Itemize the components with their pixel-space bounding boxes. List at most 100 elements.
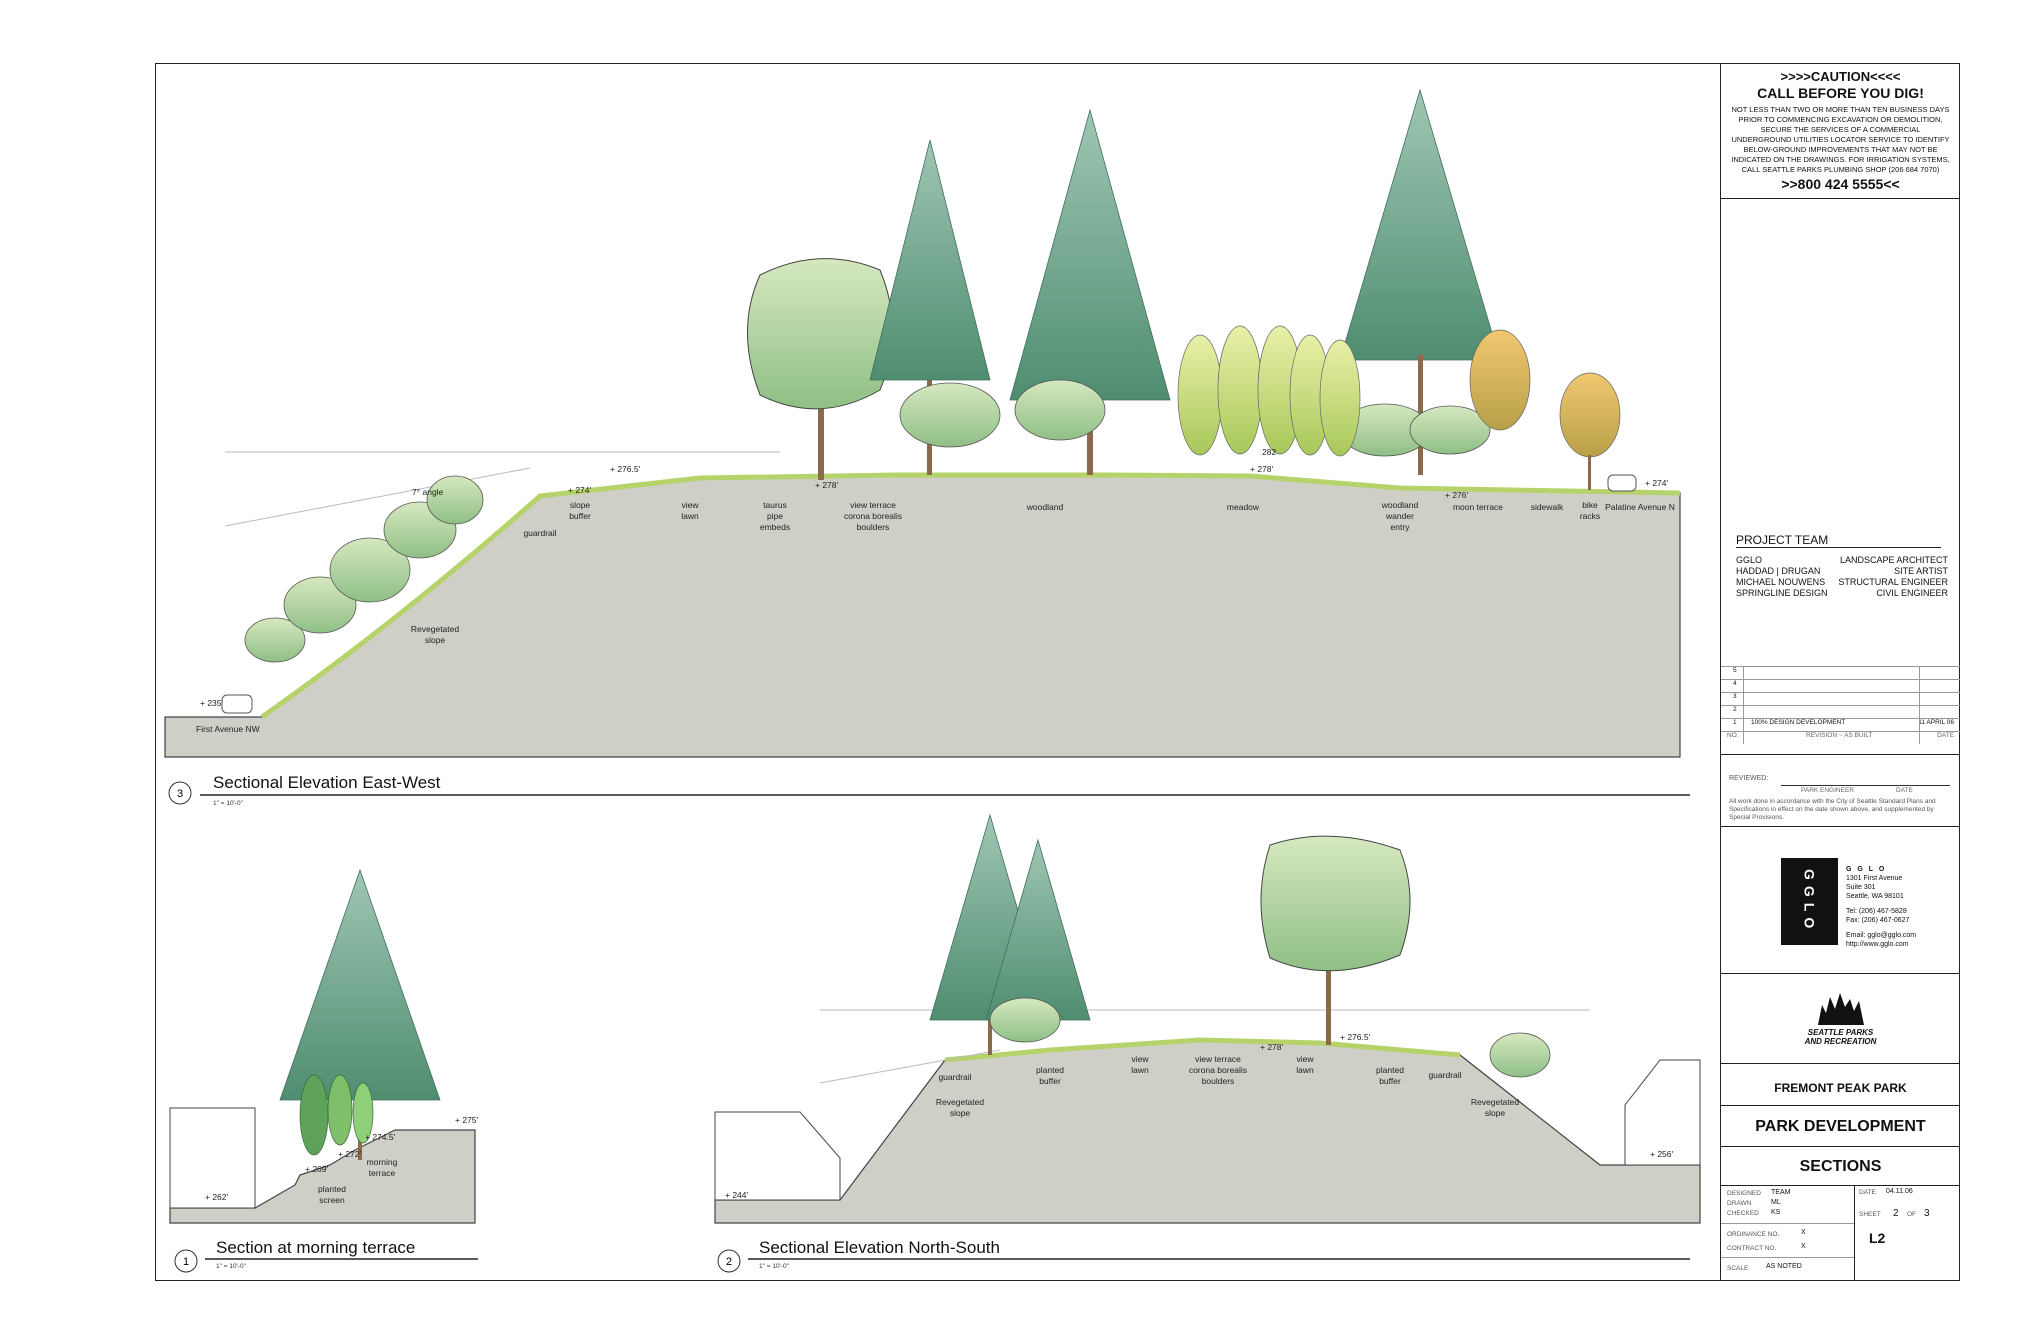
- label-angle: 7° angle: [412, 487, 444, 497]
- elev-276: + 276': [1445, 490, 1469, 500]
- rev-no: 4: [1733, 680, 1737, 687]
- section-1-number: 1: [183, 1256, 189, 1268]
- team-member-role: CIVIL ENGINEER: [1876, 588, 1948, 598]
- checked-value: KS: [1771, 1209, 1781, 1216]
- drawing-sheet-border: [155, 63, 1960, 1281]
- team-member-name: HADDAD | DRUGAN: [1736, 566, 1821, 576]
- label-palatine-avenue: Palatine Avenue N: [1605, 502, 1675, 512]
- team-member-role: LANDSCAPE ARCHITECT: [1839, 555, 1948, 565]
- revision-table: 5 4 3 2 1 100% DESIGN DEVELOPMENT 11 APR…: [1721, 666, 1960, 744]
- project-team-heading: PROJECT TEAM: [1736, 533, 1941, 548]
- label-lawn-l: lawn: [1131, 1065, 1149, 1075]
- rev-col-date: DATE: [1937, 732, 1954, 739]
- scale-label: SCALE: [1727, 1265, 1749, 1272]
- sheet-title: SECTIONS: [1799, 1158, 1882, 1175]
- team-member-role: STRUCTURAL ENGINEER: [1838, 577, 1948, 587]
- date-label: DATE: [1859, 1189, 1876, 1196]
- label-woodland-wander: woodland: [1381, 500, 1419, 510]
- label-racks: racks: [1580, 511, 1600, 521]
- team-member-role: SITE ARTIST: [1894, 566, 1948, 576]
- elev-278-ns: + 278': [1260, 1042, 1284, 1052]
- reviewed-label: REVIEWED:: [1729, 775, 1769, 782]
- section-1-morning-terrace: + 262' + 269' + 272' + 274.5' + 275' pla…: [169, 868, 479, 1273]
- rev-desc: 100% DESIGN DEVELOPMENT: [1751, 719, 1846, 726]
- project-phase: PARK DEVELOPMENT: [1755, 1118, 1926, 1135]
- elev-278-b: + 278': [1250, 464, 1274, 474]
- label-wander: wander: [1385, 511, 1414, 521]
- label-slope: slope: [425, 635, 446, 645]
- elev-278: + 278': [815, 480, 839, 490]
- firm-fax: Fax: (206) 467-0627: [1846, 917, 1910, 924]
- elev-269: + 269': [305, 1164, 329, 1174]
- label-entry: entry: [1391, 522, 1411, 532]
- car-icon: [221, 694, 253, 714]
- ordinance-label: ORDINANCE NO.: [1727, 1231, 1780, 1238]
- section-3-number: 3: [177, 788, 183, 800]
- caution-body: NOT LESS THAN TWO OR MORE THAN TEN BUSIN…: [1731, 105, 1950, 174]
- firm-web: http://www.gglo.com: [1846, 941, 1909, 948]
- designed-label: DESIGNED: [1727, 1190, 1761, 1197]
- woodland-canopy: [899, 379, 1491, 457]
- label-corona-borealis: corona borealis: [844, 511, 902, 521]
- ground-profile-mt: [169, 1129, 476, 1224]
- of-label: OF: [1907, 1211, 1917, 1218]
- section-3-scale: 1" = 10'-0": [213, 800, 244, 807]
- label-screen: screen: [319, 1195, 345, 1205]
- label-embeds: embeds: [760, 522, 790, 532]
- rev-no: 3: [1733, 693, 1737, 700]
- section-3-title: Sectional Elevation East-West: [213, 773, 441, 792]
- sheet-info-labels: DESIGNED DRAWN CHECKED: [1727, 1189, 1761, 1219]
- seattle-parks-logo: [1816, 991, 1866, 1026]
- rev-no: 2: [1733, 706, 1737, 713]
- gglo-logo: GGLO: [1781, 858, 1838, 945]
- label-view-terrace: view terrace: [850, 500, 896, 510]
- label-planted-r: planted: [1376, 1065, 1404, 1075]
- label-planted: planted: [318, 1184, 346, 1194]
- label-taurus: taurus: [763, 500, 787, 510]
- team-member-name: MICHAEL NOUWENS: [1736, 577, 1826, 587]
- firm-tel: Tel: (206) 467-5828: [1846, 908, 1907, 915]
- call-before-dig: CALL BEFORE YOU DIG!: [1757, 85, 1924, 101]
- label-meadow: meadow: [1227, 502, 1260, 512]
- car-icon: [1607, 474, 1637, 492]
- elev-282: 282: [1262, 447, 1276, 457]
- label-view: view: [681, 500, 699, 510]
- sheet-label: SHEET: [1859, 1211, 1881, 1218]
- team-names: GGLO HADDAD | DRUGAN MICHAEL NOUWENS SPR…: [1736, 555, 1828, 599]
- project-name: FREMONT PEAK PARK: [1774, 1081, 1907, 1095]
- caution-title: >>>>CAUTION<<<<: [1780, 69, 1901, 84]
- drawn-value: ML: [1771, 1199, 1781, 1206]
- seattle-parks-text: SEATTLE PARKS AND RECREATION: [1721, 1028, 1960, 1046]
- label-pipe: pipe: [767, 511, 783, 521]
- elev-275: + 275': [455, 1115, 479, 1125]
- label-first-avenue: First Avenue NW: [196, 724, 260, 734]
- sheet-total: 3: [1924, 1208, 1930, 1219]
- label-view-r: view: [1296, 1054, 1314, 1064]
- rev-date: 11 APRIL 06: [1918, 719, 1954, 726]
- team-member-name: SPRINGLINE DESIGN: [1736, 588, 1828, 598]
- caution-phone: >>800 424 5555<<: [1781, 176, 1900, 192]
- park-engineer-label: PARK ENGINEER: [1801, 787, 1854, 794]
- team-member-name: GGLO: [1736, 555, 1763, 565]
- label-revegetated: Revegetated: [411, 624, 459, 634]
- contract-value: X: [1801, 1243, 1806, 1250]
- client-logo-line1: SEATTLE PARKS: [1807, 1028, 1874, 1037]
- label-slope-l: slope: [950, 1108, 971, 1118]
- label-guardrail-r: guardrail: [1428, 1070, 1461, 1080]
- section-2-scale: 1" = 10'-0": [759, 1263, 790, 1270]
- ordinance-value: X: [1801, 1229, 1806, 1236]
- rev-no: 1: [1733, 719, 1737, 726]
- label-revegetated-l: Revegetated: [936, 1097, 984, 1107]
- label-lawn-r: lawn: [1296, 1065, 1314, 1075]
- rev-col-no: NO.: [1727, 732, 1739, 739]
- conifers-ew: [869, 88, 1501, 475]
- slope-trees: [244, 475, 484, 663]
- elev-274-5: + 274.5': [365, 1132, 396, 1142]
- firm-email: Email: gglo@gglo.com: [1846, 932, 1917, 939]
- scale-value: AS NOTED: [1766, 1263, 1802, 1270]
- elev-244: + 244': [725, 1190, 749, 1200]
- section-2-north-south: + 244' guardrail Revegetated slope plant…: [714, 813, 1701, 1273]
- checked-label: CHECKED: [1727, 1210, 1759, 1217]
- section-1-scale: 1" = 10'-0": [216, 1263, 247, 1270]
